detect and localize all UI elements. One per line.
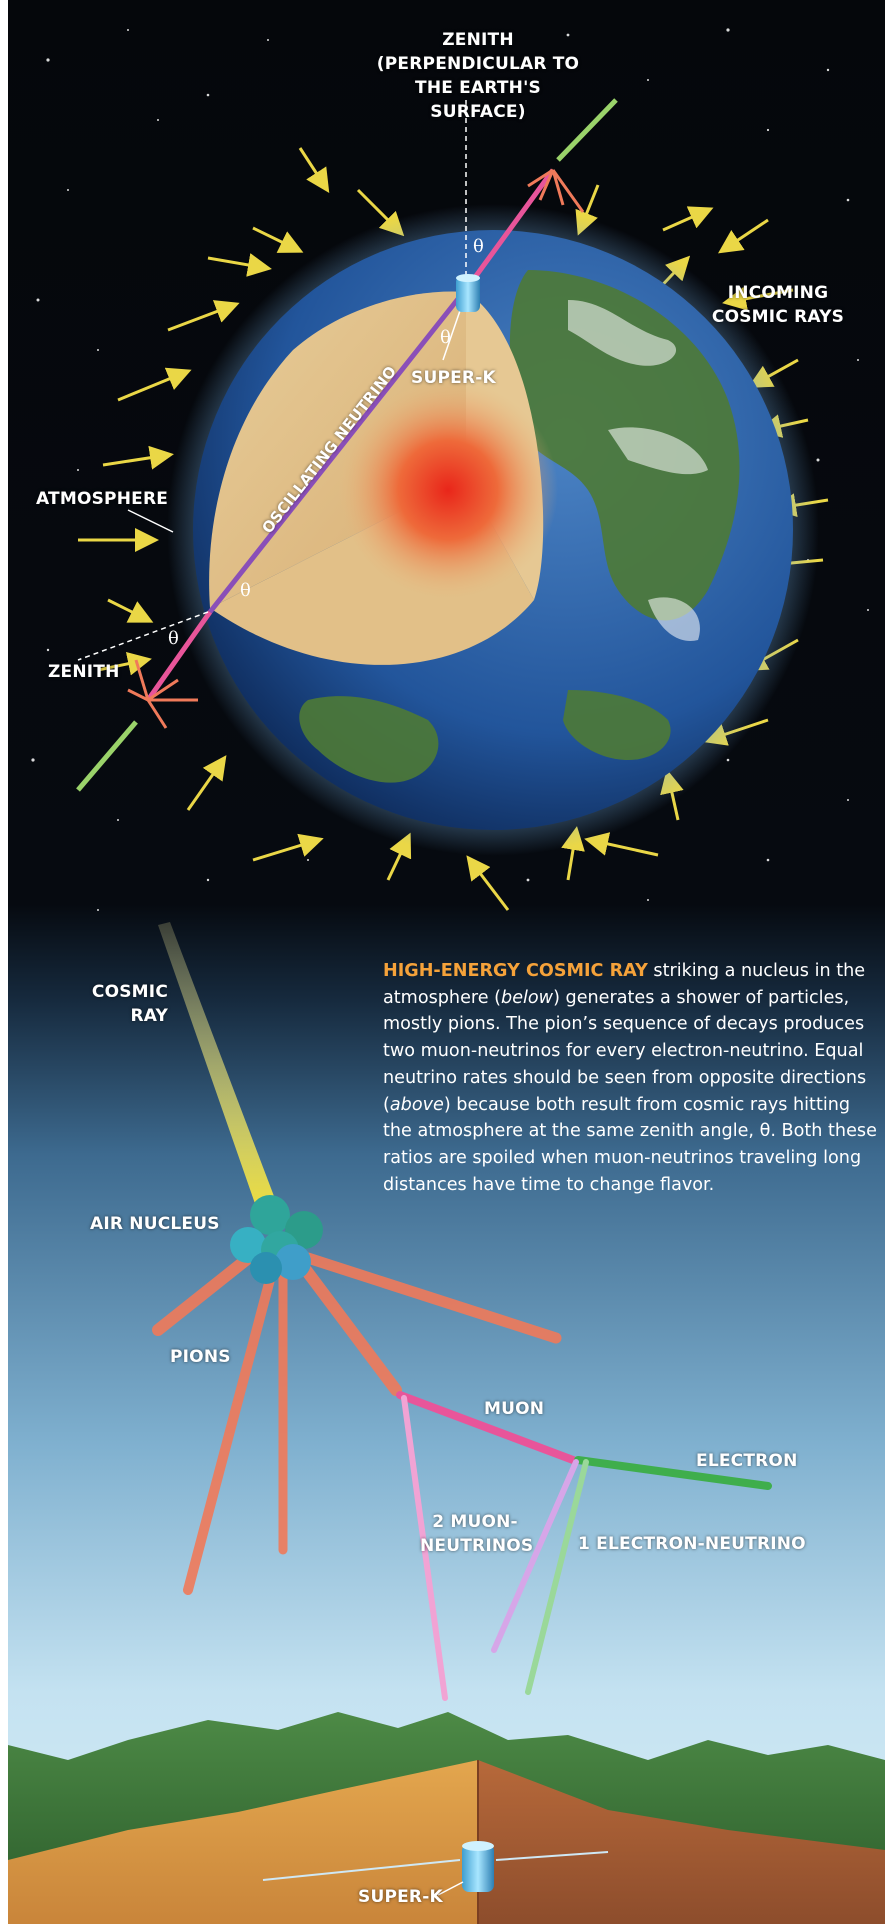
superk-leader-top	[442, 301, 464, 361]
muon-neutrinos-label: 2 MUON- NEUTRINOS	[420, 1512, 534, 1556]
superk-detector-bottom	[462, 1841, 494, 1892]
bottom-shower-track	[145, 610, 213, 702]
zenith-left-label: ZENITH	[48, 662, 120, 682]
diagram: ZENITH (PERPENDICULAR TO THE EARTH'S SUR…	[8, 0, 885, 1924]
superk-bottom-label: SUPER-K	[358, 1887, 443, 1907]
incoming-cosmic-rays-label: INCOMING COSMIC RAYS	[711, 283, 845, 327]
rock-cutaway-right	[478, 1760, 885, 1924]
air-nucleus	[230, 1195, 323, 1284]
atmosphere-leader	[127, 509, 174, 533]
oscillating-neutrino-path	[208, 278, 475, 614]
rock-cutaway-left	[8, 1760, 478, 1924]
earth-core	[338, 380, 558, 600]
theta-superk: θ	[440, 327, 451, 348]
muon-neutrino-track-1	[401, 1395, 448, 1701]
superk-leader-bottom	[437, 1881, 464, 1896]
cosmic-ray-beam	[158, 922, 280, 1218]
muon-label: MUON	[484, 1399, 545, 1419]
bottom-shower-fan	[127, 659, 198, 729]
pion-beams	[152, 1246, 562, 1595]
star-field	[31, 28, 869, 911]
caption-part-1: striking a nucleus in the atmosphere (	[383, 961, 866, 1008]
electron-neutrino-label: 1 ELECTRON-NEUTRINO	[578, 1534, 806, 1554]
zenith-top-label: ZENITH (PERPENDICULAR TO THE EARTH'S SUR…	[376, 30, 580, 122]
caption-part-2: ) generates a shower of particles, mostl…	[383, 987, 867, 1115]
caption-part-3: ) because both result from cosmic rays h…	[383, 1094, 877, 1195]
diagram-artwork	[8, 0, 885, 1924]
atmosphere-label: ATMOSPHERE	[36, 489, 169, 509]
pions-label: PIONS	[170, 1347, 231, 1367]
top-shower-fan	[527, 168, 585, 213]
figure-caption: HIGH-ENERGY COSMIC RAY striking a nucleu…	[383, 958, 879, 1198]
superk-tunnel-right	[495, 1851, 609, 1861]
superk-top-label: SUPER-K	[411, 368, 496, 388]
muon-neutrino-track-2	[491, 1459, 579, 1653]
electron-track	[574, 1456, 772, 1490]
theta-entry: θ	[240, 580, 251, 601]
bottom-incoming-ray	[76, 720, 138, 792]
caption-lead: HIGH-ENERGY COSMIC RAY	[383, 961, 648, 981]
electron-label: ELECTRON	[696, 1451, 798, 1471]
theta-zenith-top: θ	[473, 236, 484, 257]
caption-above: above	[389, 1094, 444, 1115]
superk-tunnel-left	[262, 1859, 461, 1881]
clouds	[568, 300, 708, 641]
electron-neutrino-track	[525, 1459, 589, 1695]
theta-zenith-left: θ	[168, 628, 179, 649]
top-shower-track	[470, 168, 556, 282]
top-incoming-ray	[556, 98, 618, 162]
superk-detector-top	[456, 274, 480, 312]
muon-track	[396, 1391, 577, 1464]
air-nucleus-label: AIR NUCLEUS	[90, 1214, 220, 1234]
caption-below: below	[501, 987, 554, 1008]
cosmic-ray-label: COSMIC RAY	[91, 982, 168, 1026]
